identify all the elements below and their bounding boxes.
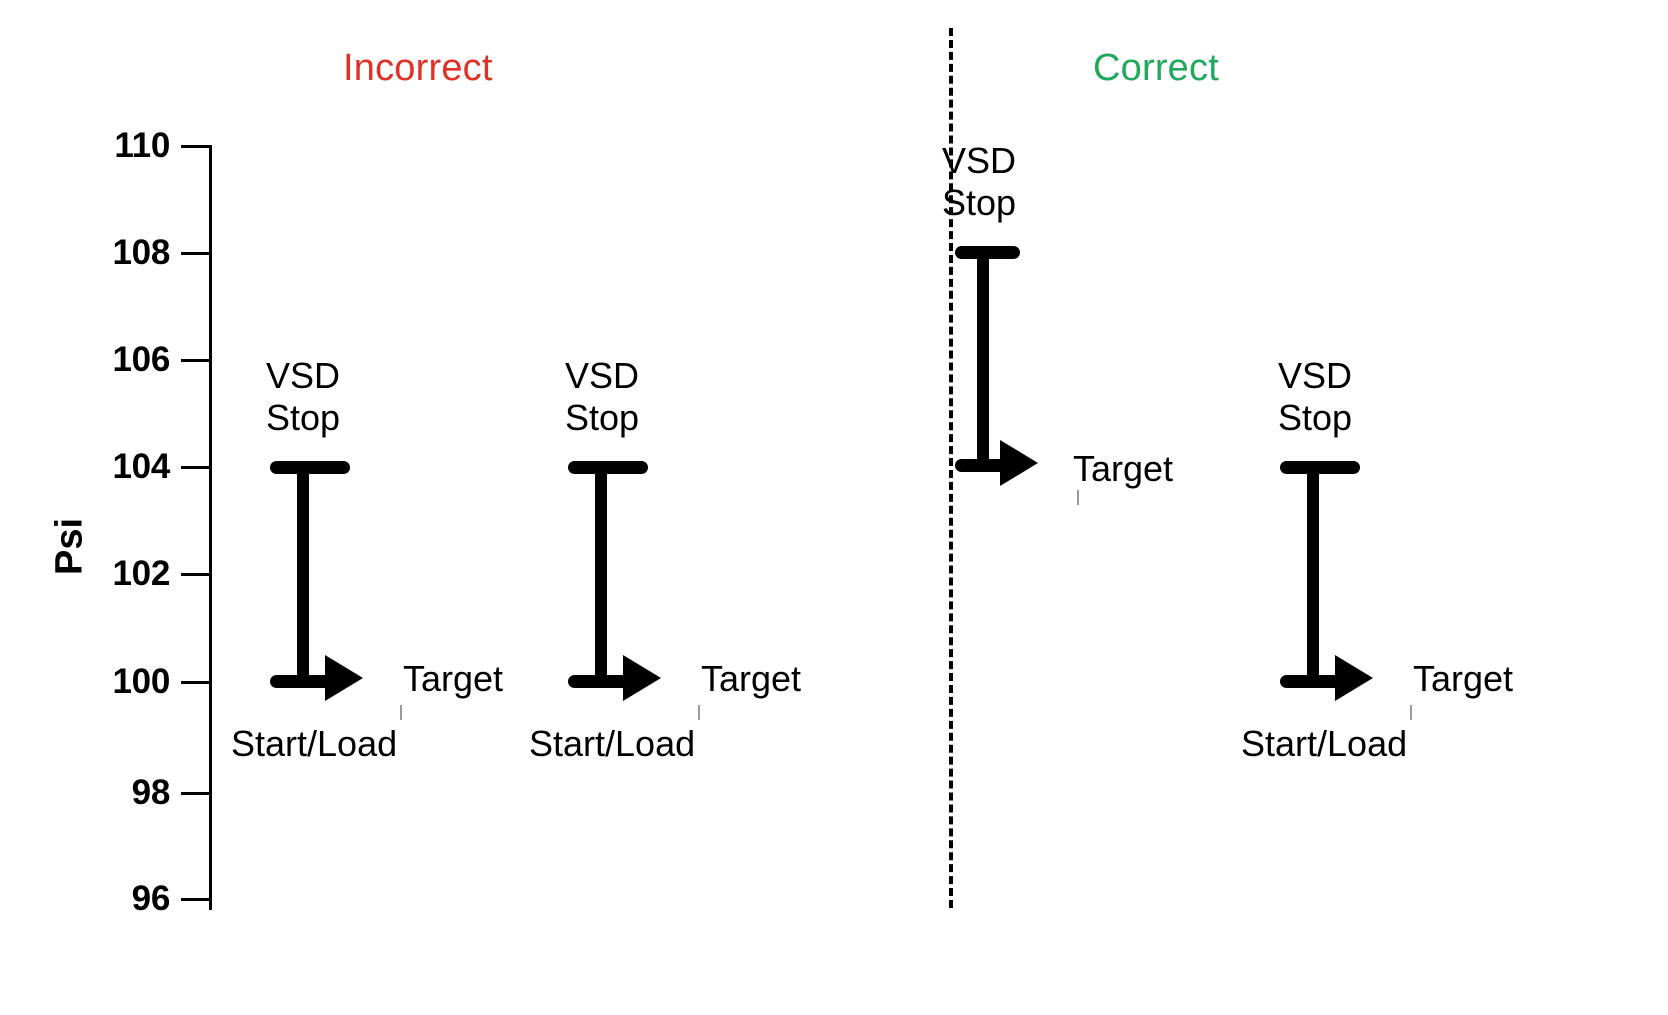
pressure-range-stem <box>1307 466 1319 684</box>
start-load-label: Start/Load <box>1241 723 1408 764</box>
panel-divider-dashed-line <box>949 28 953 908</box>
start-load-label: Start/Load <box>231 723 398 764</box>
target-arrow-icon <box>1335 655 1373 701</box>
y-tick-label-108: 108 <box>112 233 171 272</box>
y-tick-label-96: 96 <box>131 879 171 918</box>
start-load-label: Start/Load <box>529 723 696 764</box>
vsd-stop-label: VSD Stop <box>266 355 341 439</box>
y-tick-label-110: 110 <box>114 126 170 165</box>
y-tick-label-100: 100 <box>112 662 171 701</box>
target-minitick <box>400 705 402 720</box>
vsd-stop-cap <box>568 461 648 474</box>
vsd-stop-cap <box>1280 461 1360 474</box>
y-tick-102 <box>181 573 211 576</box>
y-axis-title: Psi <box>48 517 91 576</box>
y-tick-label-102: 102 <box>112 554 171 593</box>
y-tick-108 <box>181 252 211 255</box>
y-tick-label-104: 104 <box>112 447 171 486</box>
y-tick-label-98: 98 <box>131 773 171 812</box>
pressure-range-stem <box>297 466 309 684</box>
target-arrow-icon <box>1000 440 1038 486</box>
vsd-stop-label: VSD Stop <box>1278 355 1353 439</box>
panel-header-correct: Correct <box>1093 47 1219 89</box>
vsd-stop-label: VSD Stop <box>942 140 1017 224</box>
target-label: Target <box>1073 448 1174 489</box>
target-minitick <box>698 705 700 720</box>
vsd-stop-cap <box>270 461 350 474</box>
target-arrow-icon <box>325 655 363 701</box>
target-minitick <box>1077 490 1079 505</box>
vsd-stop-label: VSD Stop <box>565 355 640 439</box>
target-label: Target <box>403 658 504 699</box>
y-tick-106 <box>181 359 211 362</box>
panel-header-incorrect: Incorrect <box>343 47 493 89</box>
y-tick-110 <box>181 145 211 148</box>
target-label: Target <box>701 658 802 699</box>
y-tick-label-106: 106 <box>112 340 171 379</box>
y-tick-104 <box>181 466 211 469</box>
y-axis-line <box>209 145 212 910</box>
target-minitick <box>1410 705 1412 720</box>
pressure-range-stem <box>977 252 989 468</box>
y-tick-100 <box>181 681 211 684</box>
pressure-range-stem <box>595 466 607 684</box>
target-arrow-icon <box>623 655 661 701</box>
y-tick-98 <box>181 792 211 795</box>
y-tick-96 <box>181 898 211 901</box>
target-label: Target <box>1413 658 1514 699</box>
